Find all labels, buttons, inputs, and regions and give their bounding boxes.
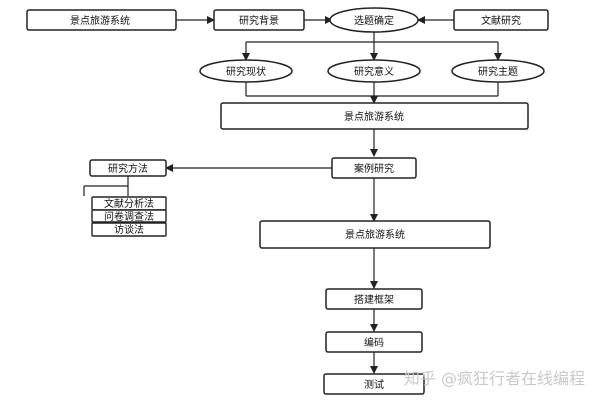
node-build-framework: 搭建框架: [325, 288, 423, 310]
node-label: 编码: [364, 336, 384, 349]
node-testing: 测试: [323, 373, 425, 395]
node-label: 景点旅游系统: [345, 228, 405, 241]
node-label: 研究背景: [239, 14, 279, 27]
node-label: 搭建框架: [354, 293, 394, 306]
connectors: [83, 16, 502, 374]
node-research-subject: 研究主题: [451, 59, 545, 83]
node-method-literature-analysis: 文献分析法: [91, 196, 167, 211]
node-system-lower: 景点旅游系统: [259, 220, 491, 249]
node-label: 研究意义: [354, 65, 394, 78]
node-research-status: 研究现状: [199, 59, 293, 83]
node-label: 研究现状: [226, 65, 266, 78]
node-coding: 编码: [325, 331, 423, 353]
node-label: 景点旅游系统: [344, 110, 404, 123]
node-label: 测试: [364, 378, 384, 391]
node-label: 问卷调查法: [104, 210, 154, 223]
watermark-text: 知乎 @疯狂行者在线编程: [404, 369, 585, 388]
node-literature-research: 文献研究: [453, 9, 549, 31]
node-topic-selection: 选题确定: [329, 7, 419, 33]
node-label: 文献分析法: [104, 197, 154, 210]
node-label: 研究方法: [108, 162, 148, 175]
node-method-interview: 访谈法: [91, 222, 167, 237]
node-label: 案例研究: [354, 162, 394, 175]
node-system-mid: 景点旅游系统: [220, 102, 529, 130]
node-label: 访谈法: [114, 223, 144, 236]
node-case-study: 案例研究: [331, 157, 417, 179]
node-research-methods: 研究方法: [89, 159, 167, 177]
node-label: 研究主题: [478, 65, 518, 78]
node-label: 选题确定: [354, 14, 394, 27]
node-system-top-left: 景点旅游系统: [26, 9, 177, 31]
node-research-significance: 研究意义: [327, 59, 421, 83]
node-label: 景点旅游系统: [70, 14, 130, 27]
node-research-background: 研究背景: [213, 9, 305, 31]
node-method-questionnaire: 问卷调查法: [91, 209, 167, 223]
node-label: 文献研究: [481, 14, 521, 27]
